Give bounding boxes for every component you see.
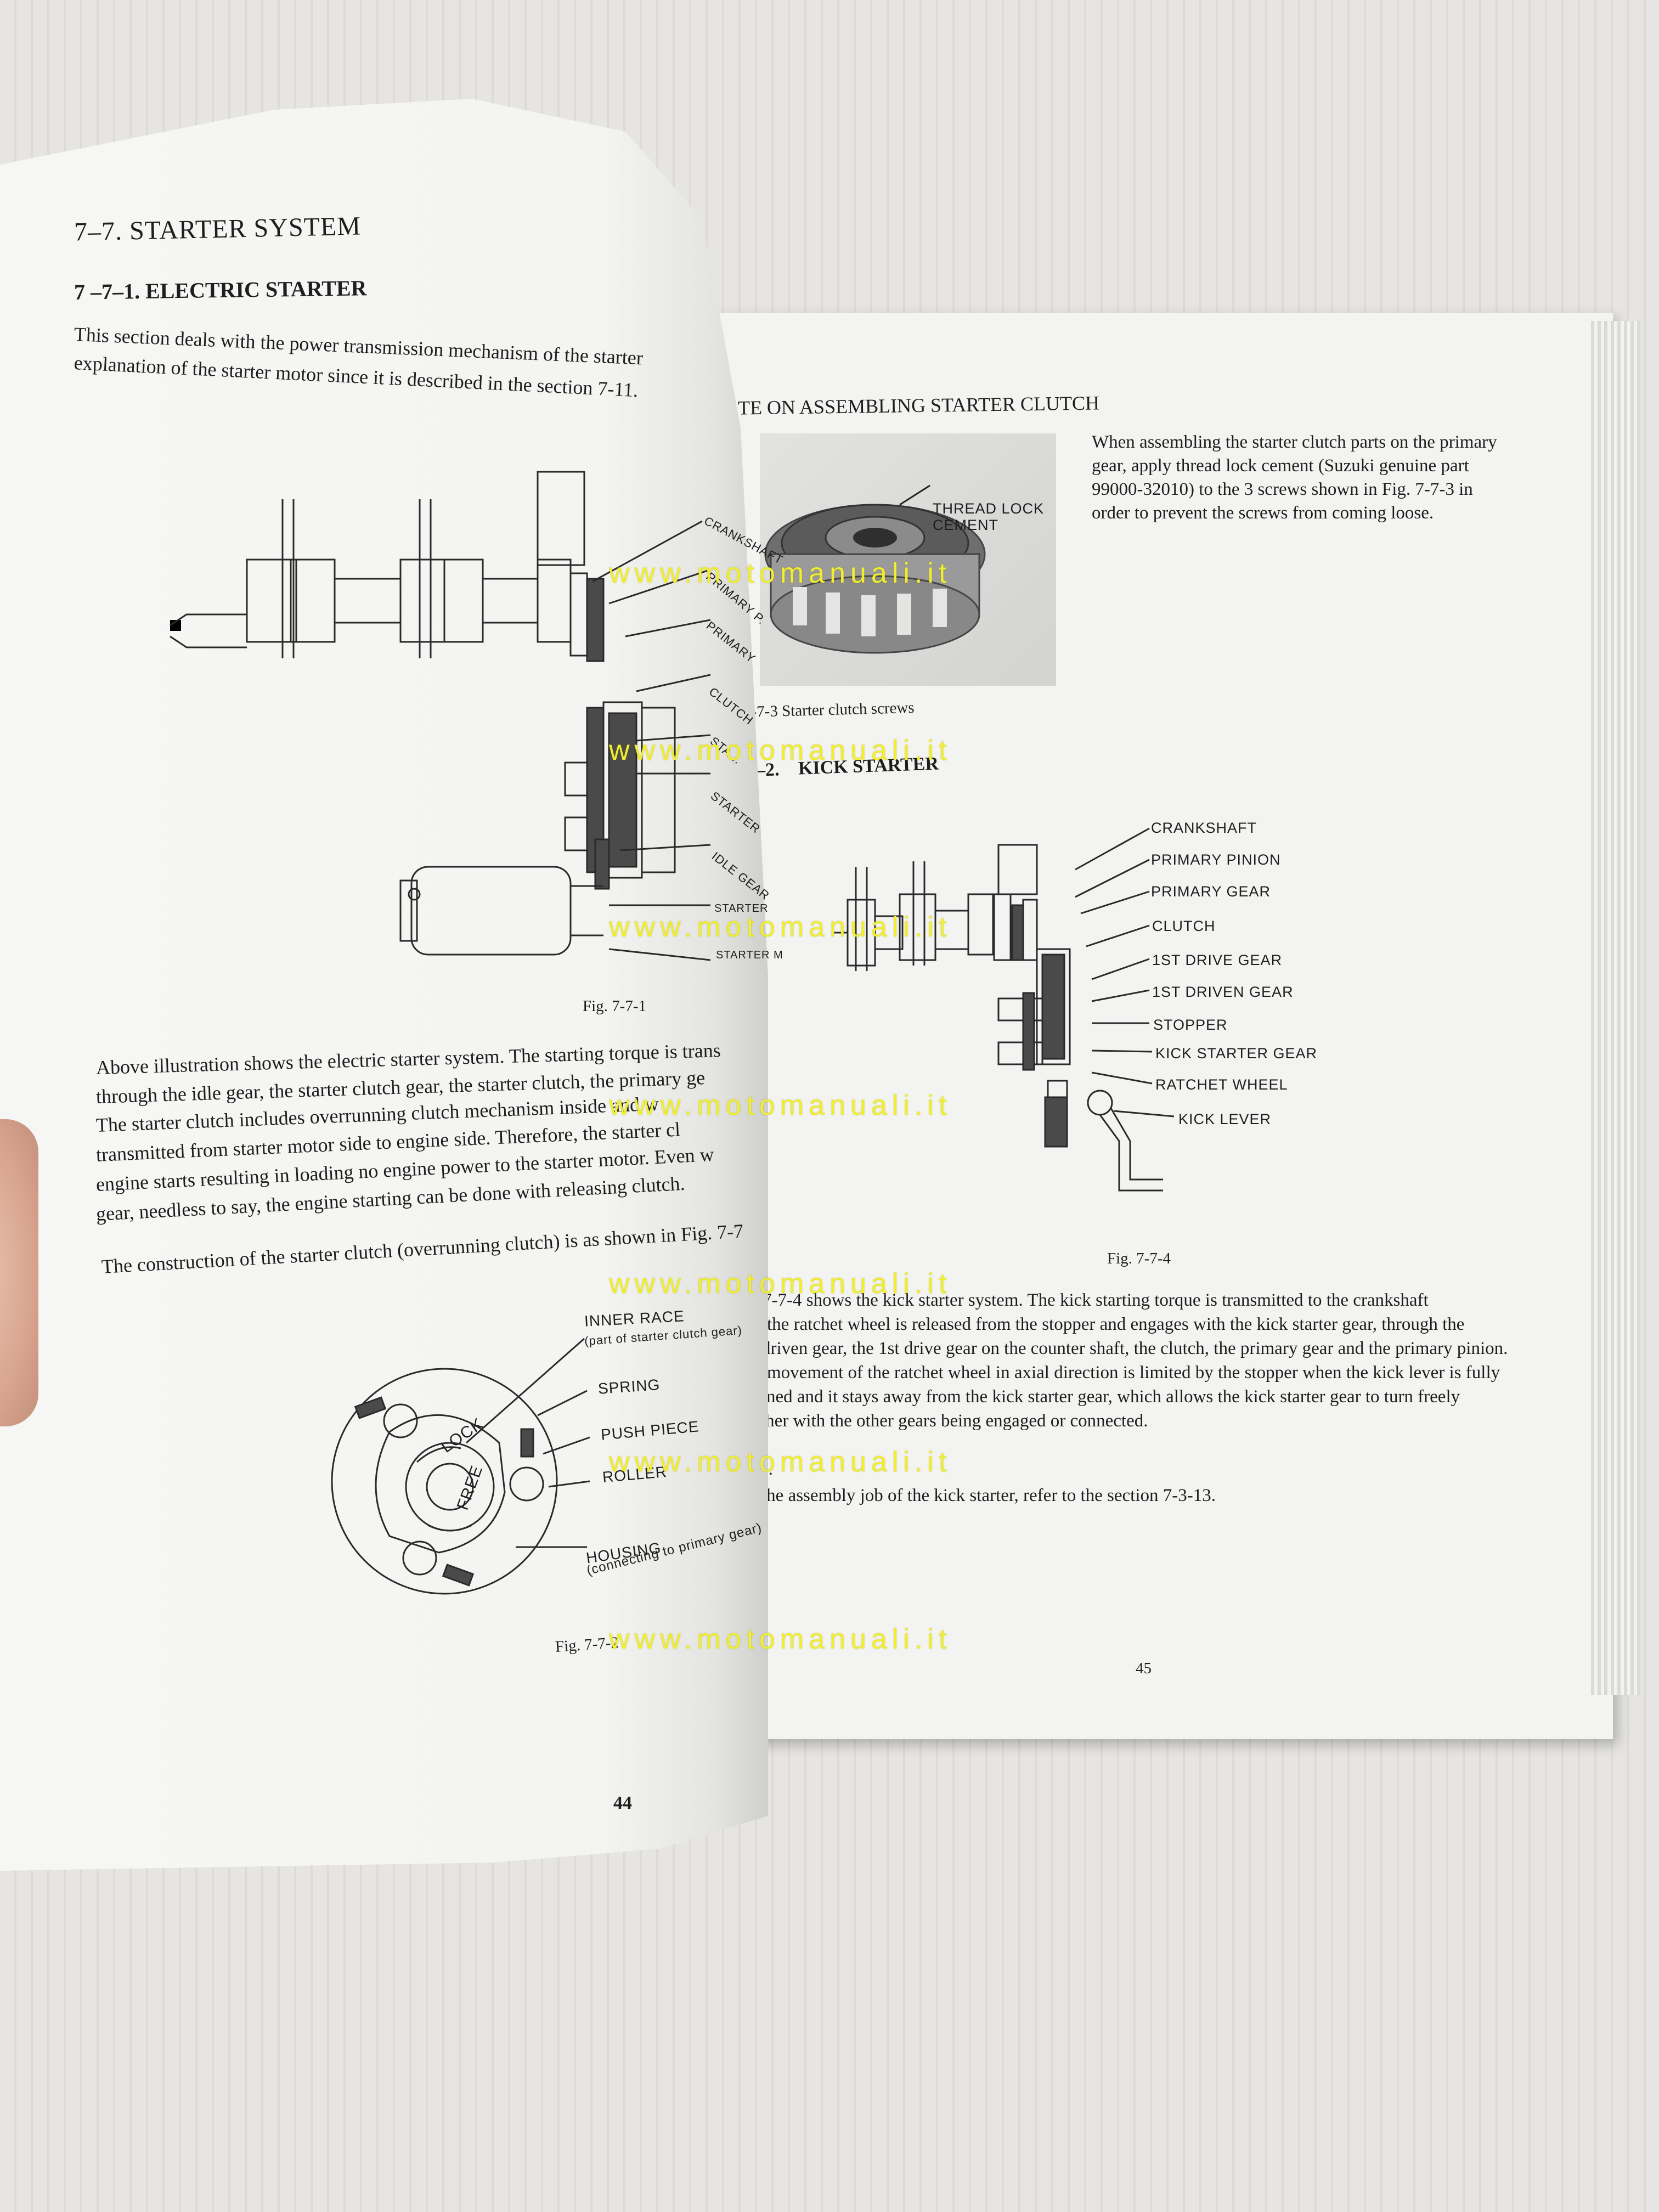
note-line-3: 99000-32010) to the 3 screws shown in Fi… — [1092, 479, 1473, 499]
section-heading: 7–7. STARTER SYSTEM — [74, 211, 362, 247]
kick-para-line-5: rned and it stays away from the kick sta… — [760, 1387, 1460, 1407]
kick-para-line-6: ther with the other gears being engaged … — [760, 1411, 1148, 1431]
fig1-label-starter-motor: STARTER M — [716, 949, 783, 961]
note-line-2: gear, apply thread lock cement (Suzuki g… — [1092, 456, 1469, 476]
kick-para-line-4: movement of the ratchet wheel in axial d… — [767, 1363, 1500, 1383]
note-line-1: When assembling the starter clutch parts… — [1092, 432, 1497, 452]
fig1-label-starter-motor-gear: STARTER — [714, 902, 769, 915]
fig4-label-stopper: STOPPER — [1153, 1017, 1228, 1033]
fig4-label-ratchet-wheel: RATCHET WHEEL — [1155, 1076, 1288, 1093]
fig4-label-primary-gear: PRIMARY GEAR — [1151, 883, 1271, 900]
watermark-1: www.motomanuali.it — [609, 557, 952, 589]
left-page-number: 44 — [613, 1793, 632, 1813]
fig4-label-clutch: CLUTCH — [1152, 918, 1216, 934]
watermark-2: www.motomanuali.it — [609, 735, 952, 766]
fig4-label-crankshaft: CRANKSHAFT — [1151, 820, 1257, 836]
electric-starter-diagram — [170, 471, 676, 956]
assembly-line: the assembly job of the kick starter, re… — [761, 1486, 1216, 1505]
watermark-3: www.motomanuali.it — [609, 911, 952, 943]
watermark-6: www.motomanuali.it — [609, 1446, 952, 1478]
right-page-number: 45 — [1136, 1660, 1152, 1677]
fig2-leader-lines — [466, 1338, 590, 1548]
fig4-label-1st-driven-gear: 1ST DRIVEN GEAR — [1152, 984, 1294, 1000]
fig1-caption: Fig. 7-7-1 — [583, 997, 646, 1015]
watermark-4: www.motomanuali.it — [609, 1090, 952, 1121]
fig4-label-kick-lever: KICK LEVER — [1178, 1111, 1272, 1127]
fig4-label-1st-drive-gear: 1ST DRIVE GEAR — [1152, 952, 1283, 968]
fig1-leader-lines — [592, 520, 711, 961]
kick-starter-diagram — [834, 844, 1163, 1192]
starter-clutch-photo: THREAD LOCK CEMENT — [760, 433, 1056, 686]
kick-para-line-1: 7-7-4 shows the kick starter system. The… — [763, 1290, 1429, 1310]
note-line-4: order to prevent the screws from coming … — [1092, 503, 1434, 523]
kick-para-line-2: the ratchet wheel is released from the s… — [767, 1314, 1465, 1334]
fig4-label-primary-pinion: PRIMARY PINION — [1151, 851, 1281, 868]
watermark-7: www.motomanuali.it — [609, 1623, 952, 1655]
fig4-label-kick-starter-gear: KICK STARTER GEAR — [1155, 1045, 1318, 1062]
photo-label-line-2: CEMENT — [933, 517, 998, 533]
fig4-caption: Fig. 7-7-4 — [1107, 1250, 1171, 1267]
subsection-heading: 7 –7–1. ELECTRIC STARTER — [74, 275, 367, 304]
kick-para-line-3: driven gear, the 1st drive gear on the c… — [761, 1339, 1508, 1358]
thumb — [0, 1119, 38, 1426]
fig4-leader-lines — [1075, 827, 1175, 1118]
page-stack-edge — [1591, 321, 1640, 1695]
photo-label-line-1: THREAD LOCK — [933, 500, 1045, 517]
starter-clutch-diagram — [331, 1368, 558, 1595]
watermark-5: www.motomanuali.it — [609, 1268, 952, 1300]
